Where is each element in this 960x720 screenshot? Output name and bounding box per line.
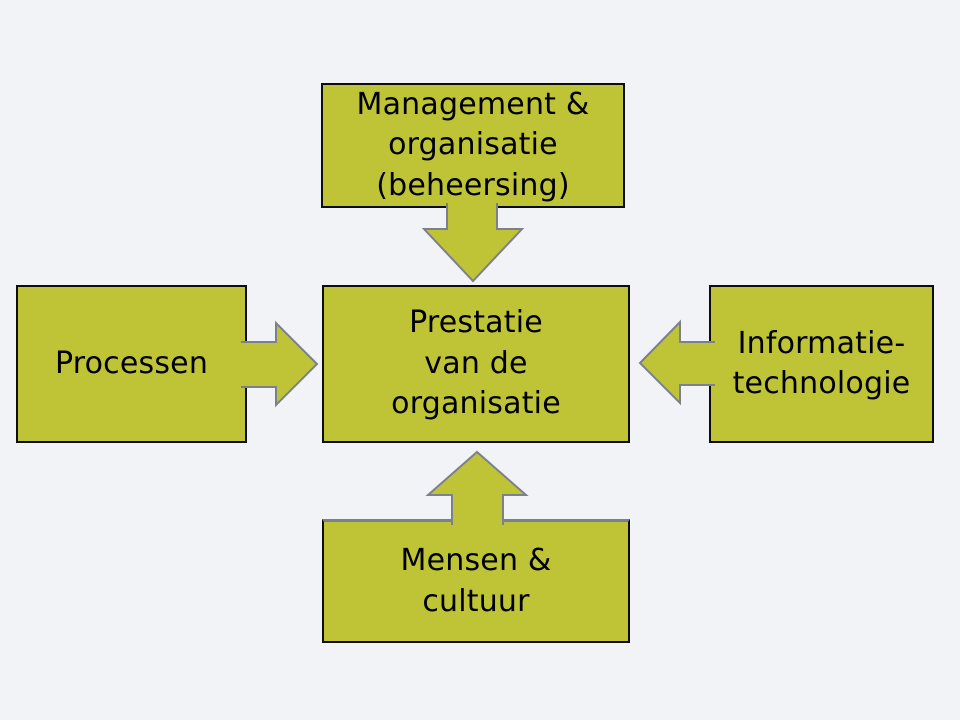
node-management-organisatie: Management & organisatie (beheersing) — [321, 83, 625, 208]
arrow-left-icon — [638, 319, 715, 406]
arrow-down-icon — [421, 203, 525, 283]
node-processen-label: Processen — [54, 345, 209, 381]
node-prestatie-label: Prestatie van de organisatie — [391, 305, 561, 422]
node-management-organisatie-label: Management & organisatie (beheersing) — [356, 86, 590, 203]
node-prestatie-van-de-organisatie: Prestatie van de organisatie — [322, 285, 630, 443]
arrow-right-icon — [241, 320, 319, 408]
node-processen: Processen — [16, 285, 247, 443]
node-informatietechnologie: Informatie- technologie — [709, 285, 934, 443]
node-informatietechnologie-label: Informatie- technologie — [732, 325, 911, 402]
node-mensen-cultuur-label: Mensen & cultuur — [400, 543, 552, 619]
node-mensen-cultuur: Mensen & cultuur — [322, 519, 630, 643]
arrow-up-icon — [425, 450, 529, 525]
